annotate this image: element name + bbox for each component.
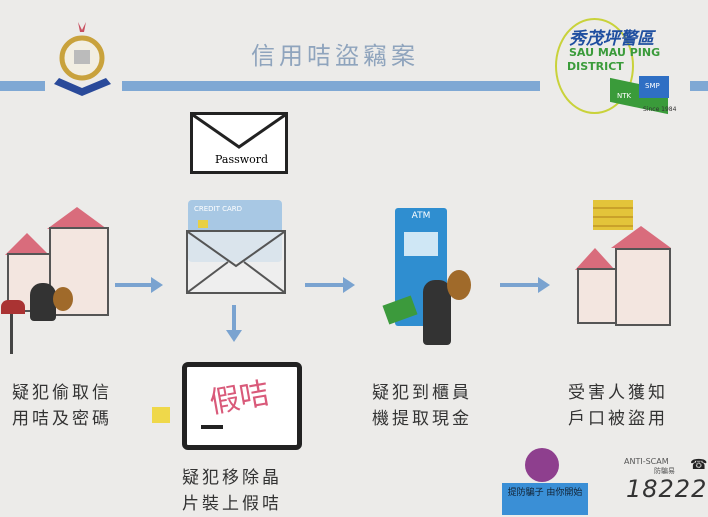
anti-scam-hotline: ANTI-SCAM 防騙易 ☎ 18222 <box>624 457 708 503</box>
arrow-right-2 <box>305 277 355 293</box>
arrow-right-1 <box>115 277 163 293</box>
chip-icon <box>152 407 170 423</box>
money-bag-icon <box>53 287 73 311</box>
arrow-down <box>226 305 242 342</box>
police-emblem <box>50 18 115 98</box>
anti-scam-mascot: 提防騙子 由你開始 <box>492 445 597 515</box>
thief-icon <box>423 280 451 345</box>
arrow-right-3 <box>500 277 550 293</box>
money-bag-icon <box>447 270 471 300</box>
phone-icon: ☎ <box>690 457 708 473</box>
thief-icon <box>30 283 56 321</box>
header-bar <box>122 81 540 91</box>
step-1-caption: 疑犯偷取信用咭及密碼 <box>12 383 112 429</box>
fake-card-illustration: 假咭 <box>150 362 302 450</box>
victim-home-illustration <box>575 198 675 328</box>
victim-house-illustration <box>1 205 110 355</box>
step-3-caption: 疑犯到櫃員機提取現金 <box>372 383 472 429</box>
district-map-blue <box>639 76 669 98</box>
header-bar-right <box>690 81 708 91</box>
password-envelope-icon: Password <box>190 112 288 174</box>
header-bar-left <box>0 81 45 91</box>
atm-illustration: ATM <box>382 208 485 358</box>
district-logo: 秀茂坪警區 SAU MAU PING DISTRICT NTK SMP Sinc… <box>555 18 690 115</box>
credit-card-envelope-icon: CREDIT CARD <box>186 200 286 295</box>
step-4-caption: 受害人獲知戶口被盜用 <box>568 383 668 429</box>
gold-bars-icon <box>593 200 633 230</box>
step-2-caption: 疑犯移除晶片裝上假咭 <box>182 468 282 514</box>
page-title: 信用咭盜竊案 <box>251 42 419 70</box>
mailbox-icon <box>1 300 25 314</box>
